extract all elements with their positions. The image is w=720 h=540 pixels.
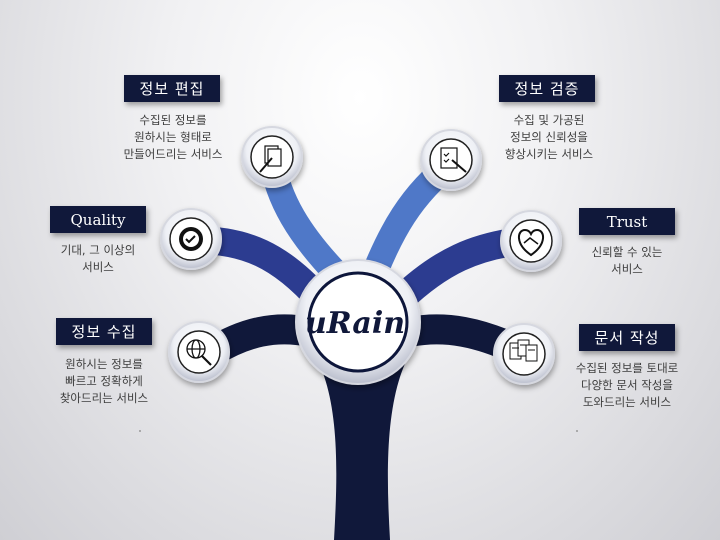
quality-badge-icon (179, 227, 203, 251)
label-verify: 정보 검증 (499, 75, 595, 102)
desc-write: 수집된 정보를 토대로 다양한 문서 작성을 도와드리는 서비스 (537, 360, 717, 411)
desc-quality-line: 기대, 그 이상의 (60, 243, 136, 257)
desc-write-line: 다양한 문서 작성을 (581, 378, 673, 392)
desc-collect-line: 찾아드리는 서비스 (59, 391, 149, 405)
branches (181, 147, 544, 540)
decor-dot (576, 430, 578, 432)
label-edit: 정보 편집 (124, 75, 220, 102)
label-write: 문서 작성 (579, 324, 675, 351)
desc-quality-line: 서비스 (82, 260, 114, 274)
desc-verify-line: 향상시키는 서비스 (504, 147, 594, 161)
desc-write-line: 도와드리는 서비스 (582, 395, 672, 409)
desc-collect: 원하시는 정보를 빠르고 정확하게 찾아드리는 서비스 (14, 356, 194, 407)
heart-handshake-icon (518, 228, 544, 257)
center-node[interactable] (295, 259, 421, 385)
desc-edit-line: 원하시는 형태로 (134, 130, 212, 144)
label-quality: Quality (50, 206, 146, 233)
checklist-pen-icon (440, 147, 467, 173)
globe-search-icon (186, 339, 212, 366)
desc-verify-line: 정보의 신뢰성을 (510, 130, 588, 144)
desc-collect-line: 원하시는 정보를 (65, 357, 143, 371)
trunk (312, 350, 412, 540)
desc-trust-line: 신뢰할 수 있는 (591, 245, 663, 259)
desc-quality: 기대, 그 이상의 서비스 (8, 242, 188, 276)
desc-trust: 신뢰할 수 있는 서비스 (537, 244, 717, 278)
label-collect: 정보 수집 (56, 318, 152, 345)
decor-dot (139, 430, 141, 432)
desc-edit-line: 만들어드리는 서비스 (123, 147, 223, 161)
documents-pen-icon (259, 145, 282, 173)
desc-verify: 수집 및 가공된 정보의 신뢰성을 향상시키는 서비스 (459, 112, 639, 163)
desc-trust-line: 서비스 (611, 262, 643, 276)
desc-edit: 수집된 정보를 원하시는 형태로 만들어드리는 서비스 (83, 112, 263, 163)
desc-collect-line: 빠르고 정확하게 (65, 374, 143, 388)
desc-verify-line: 수집 및 가공된 (513, 113, 585, 127)
label-trust: Trust (579, 208, 675, 235)
center-logo: uRain (305, 306, 405, 341)
documents-stack-icon (509, 339, 538, 362)
desc-edit-line: 수집된 정보를 (139, 113, 207, 127)
desc-write-line: 수집된 정보를 토대로 (575, 361, 679, 375)
